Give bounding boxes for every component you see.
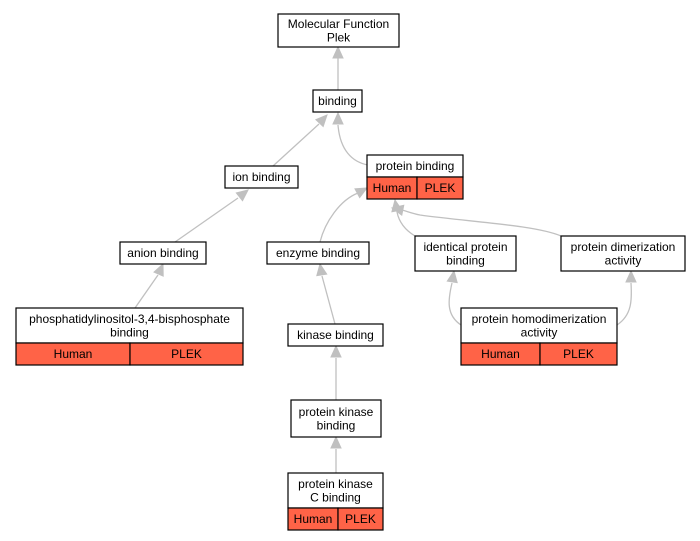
edge-pip2_binding-to-anion_binding [134, 262, 164, 309]
annotation-gene-label: PLEK [425, 181, 456, 195]
annotation-cell-gene [416, 176, 464, 200]
node-label: phosphatidylinositol-3,4-bisphosphate [29, 312, 230, 326]
arrowhead-icon [332, 111, 344, 125]
node-label: ion binding [232, 170, 290, 184]
edge-line [174, 197, 239, 243]
node-box [287, 323, 384, 347]
edge-line [272, 123, 320, 167]
annotation-cell-gene [129, 342, 244, 366]
annotation-cell-gene [337, 507, 384, 531]
arrowhead-icon [332, 45, 344, 59]
arrowhead-icon [354, 187, 369, 199]
annotation-species-label: Human [373, 181, 412, 195]
arrowhead-icon [330, 344, 342, 358]
edge-line [396, 211, 416, 237]
node-box [277, 13, 400, 48]
edge-line [337, 124, 369, 166]
annotation-species-label: Human [481, 347, 520, 361]
node-label: activity [605, 253, 642, 267]
node-box [312, 89, 363, 113]
node-box [119, 241, 207, 265]
annotation-species-label: Human [54, 347, 93, 361]
edge-line [321, 275, 336, 325]
node-box [460, 307, 618, 344]
node-label: binding [110, 325, 149, 339]
edge-line [319, 192, 359, 243]
node-label: Plek [327, 30, 351, 44]
node-label: protein binding [376, 159, 455, 173]
node-box [15, 307, 244, 344]
node-box [414, 235, 517, 272]
annotation-gene-label: PLEK [345, 512, 376, 526]
arrowhead-icon [625, 269, 637, 283]
annotation-gene-label: PLEK [563, 347, 594, 361]
edge-line [448, 282, 462, 326]
node-label: protein kinase [298, 477, 373, 491]
edge-line [616, 282, 632, 326]
annotation-row: Human PLEK [15, 342, 244, 366]
annotation-row: Human PLEK [287, 507, 384, 531]
edge-protein_kinase_c_binding-to-protein_kinase_binding [330, 435, 342, 473]
node-label: binding [317, 418, 356, 432]
node-binding[interactable]: binding [312, 89, 363, 113]
arrowhead-icon [390, 204, 405, 216]
edge-kinase_binding-to-enzyme_binding [316, 262, 336, 325]
node-label: Molecular Function [288, 17, 389, 31]
annotation-species-label: Human [294, 512, 333, 526]
node-box [290, 399, 382, 438]
node-label: kinase binding [297, 328, 374, 342]
edge-protein_kinase_binding-to-kinase_binding [330, 344, 342, 400]
edge-protein_homodimerization_activity-to-protein_dimerization_activity [616, 269, 637, 326]
node-label: identical protein [423, 240, 507, 254]
node-box [266, 241, 370, 265]
arrowhead-icon [153, 262, 164, 277]
node-box [287, 472, 384, 509]
node-label: protein kinase [299, 405, 374, 419]
node-kinase-binding[interactable]: kinase binding [287, 323, 384, 347]
annotation-gene-label: PLEK [171, 347, 202, 361]
arrowhead-icon [316, 262, 328, 277]
node-label: binding [446, 253, 485, 267]
node-box [224, 165, 299, 189]
node-label: activity [521, 325, 558, 339]
edge-protein_dimerization_activity-to-protein_binding [390, 204, 562, 237]
arrowhead-icon [330, 435, 342, 449]
node-label: binding [318, 94, 357, 108]
node-pip2-binding[interactable]: phosphatidylinositol-3,4-bisphosphatebin… [15, 307, 244, 366]
node-label: anion binding [127, 246, 198, 260]
arrowhead-icon [314, 114, 328, 128]
edge-line [400, 209, 562, 237]
node-ion-binding[interactable]: ion binding [224, 165, 299, 189]
edges-layer [134, 45, 637, 473]
arrowhead-icon [446, 269, 458, 284]
node-enzyme-binding[interactable]: enzyme binding [266, 241, 370, 265]
annotation-row: Human PLEK [366, 176, 464, 200]
annotation-row: Human PLEK [460, 342, 618, 366]
edge-enzyme_binding-to-protein_binding [319, 187, 369, 243]
node-label: protein dimerization [571, 240, 676, 254]
node-label: protein homodimerization [472, 312, 607, 326]
node-label: enzyme binding [276, 246, 360, 260]
node-anion-binding[interactable]: anion binding [119, 241, 207, 265]
edge-protein_homodimerization_activity-to-identical_protein_binding [446, 269, 462, 326]
node-label: C binding [310, 490, 361, 504]
arrowhead-icon [235, 189, 249, 202]
annotation-cell-gene [539, 342, 618, 366]
edge-binding-to-molecular_function [332, 45, 344, 90]
node-box [560, 235, 686, 272]
edge-ion_binding-to-binding [272, 114, 328, 167]
edge-anion_binding-to-ion_binding [174, 189, 249, 243]
edge-line [134, 274, 159, 309]
edge-protein_binding-to-binding [332, 111, 369, 166]
